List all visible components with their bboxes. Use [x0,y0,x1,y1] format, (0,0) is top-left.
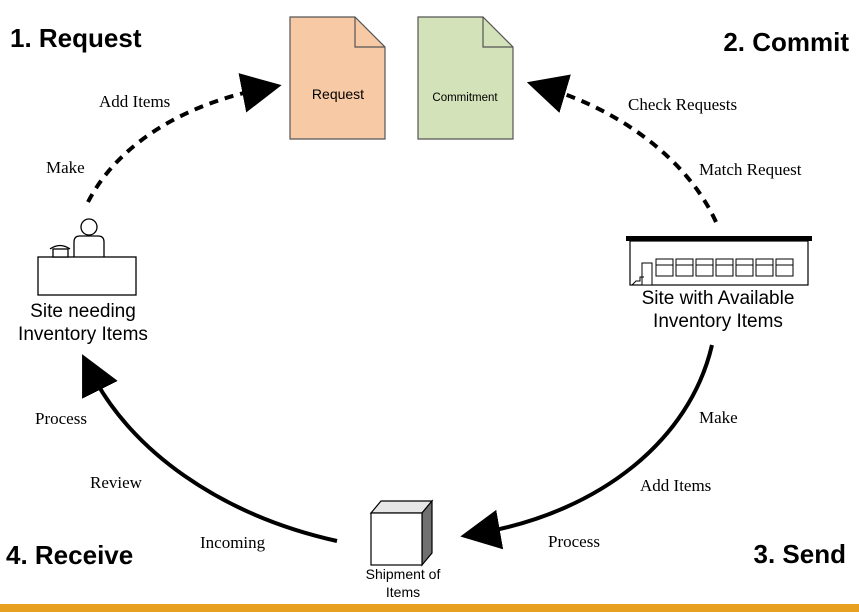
receive-action-process: Process [35,409,87,428]
shipment-label-line1: Shipment of [366,566,441,582]
receive-action-incoming: Incoming [200,533,266,552]
commitment-document-icon [417,16,514,140]
send-action-make: Make [699,408,738,427]
shipment-box-icon [369,499,434,567]
warehouse-icon [626,236,812,286]
person-at-desk-icon [37,218,137,296]
request-action-add-items: Add Items [99,92,170,111]
commit-flow-arrow [526,74,718,223]
send-action-add-items: Add Items [640,476,711,495]
site-needing-label-line1: Site needing [30,301,136,322]
footer-bar [0,604,859,612]
send-action-process: Process [548,532,600,551]
request-document-icon [289,16,386,140]
site-available-label-line2: Inventory Items [653,311,783,332]
step-title-receive: 4. Receive [6,540,133,570]
step-title-request: 1. Request [10,23,142,53]
commit-action-match-request: Match Request [699,160,802,179]
receive-flow-arrow [82,354,338,543]
request-document-label: Request [312,86,364,102]
request-action-make: Make [46,158,85,177]
site-available-label-line1: Site with Available [642,288,795,309]
receive-action-review: Review [90,473,143,492]
commit-action-check-requests: Check Requests [628,95,737,114]
site-needing-label-line2: Inventory Items [18,324,148,345]
step-title-commit: 2. Commit [723,27,849,57]
shipment-label-line2: Items [386,584,420,600]
send-flow-arrow [460,344,714,550]
step-title-send: 3. Send [754,539,846,569]
request-flow-arrow [86,73,282,203]
commitment-document-label: Commitment [432,92,498,104]
